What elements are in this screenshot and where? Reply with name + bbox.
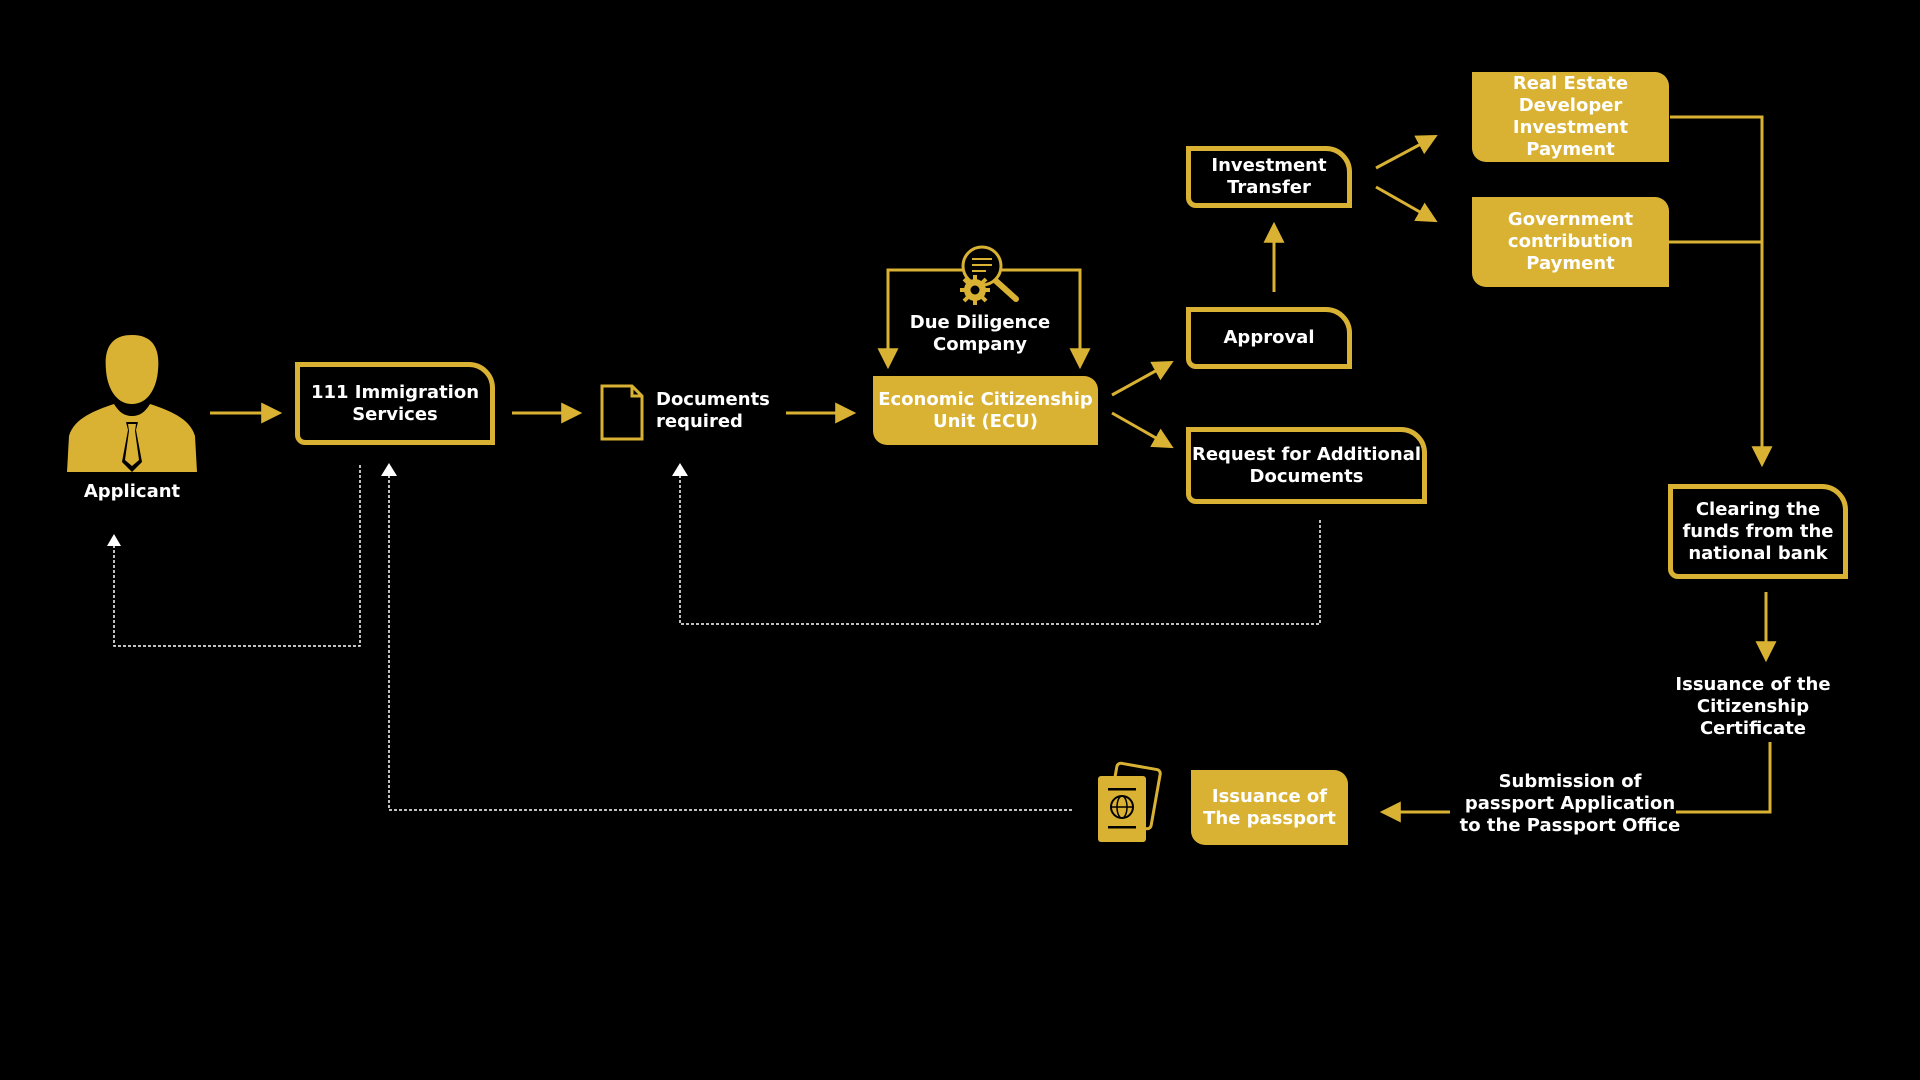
gov-contribution-node: Government contribution Payment [1472,197,1669,287]
issuance-certificate-label: Issuance of the Citizenship Certificate [1675,674,1831,739]
arrow-ecu-to-approval [1111,360,1174,397]
feedback-arrowhead-documents [672,463,688,476]
passport-icon [1098,761,1162,842]
due-diligence-icon [960,245,1019,305]
arrow-ecu-to-request [1111,411,1174,449]
feedback-arrowhead-services [381,463,397,476]
ecu-label: Economic Citizenship Unit (ECU) [878,388,1093,432]
submission-passport-label: Submission of passport Application to th… [1459,771,1681,836]
applicant-label: Applicant [83,481,181,502]
connector-payments-to-clearing [1670,115,1773,468]
due-diligence-label: Due Diligence Company [909,312,1051,355]
ecu-node: Economic Citizenship Unit (ECU) [873,376,1098,445]
arrow-investment-to-real-estate [1375,135,1438,170]
connector-certificate-to-submission [1676,742,1772,814]
issuance-passport-label: Issuance of The passport [1203,785,1336,829]
real-estate-label: Real Estate Developer Investment Payment [1512,73,1629,160]
approval-label: Approval [1223,327,1315,348]
arrow-investment-to-gov [1375,185,1438,223]
immigration-services-node: 111 Immigration Services [295,362,495,445]
clearing-funds-node: Clearing the funds from the national ban… [1668,484,1848,579]
investment-transfer-node: Investment Transfer [1186,146,1352,208]
document-icon [600,384,644,441]
issuance-passport-node: Issuance of The passport [1191,770,1348,845]
feedback-arrowhead-applicant [107,534,121,546]
request-additional-node: Request for Additional Documents [1186,427,1427,504]
approval-node: Approval [1186,307,1352,369]
request-additional-label: Request for Additional Documents [1191,443,1422,487]
gov-contribution-label: Government contribution Payment [1507,209,1634,274]
documents-required-label: Documents required [656,389,770,432]
clearing-funds-label: Clearing the funds from the national ban… [1682,498,1834,564]
feedback-passport-to-services [388,474,1072,811]
real-estate-node: Real Estate Developer Investment Payment [1472,72,1669,162]
feedback-services-to-applicant [113,465,361,647]
feedback-request-to-documents [679,476,1321,625]
immigration-services-label: 111 Immigration Services [310,381,480,425]
person-icon [67,335,197,472]
investment-transfer-label: Investment Transfer [1211,155,1327,198]
